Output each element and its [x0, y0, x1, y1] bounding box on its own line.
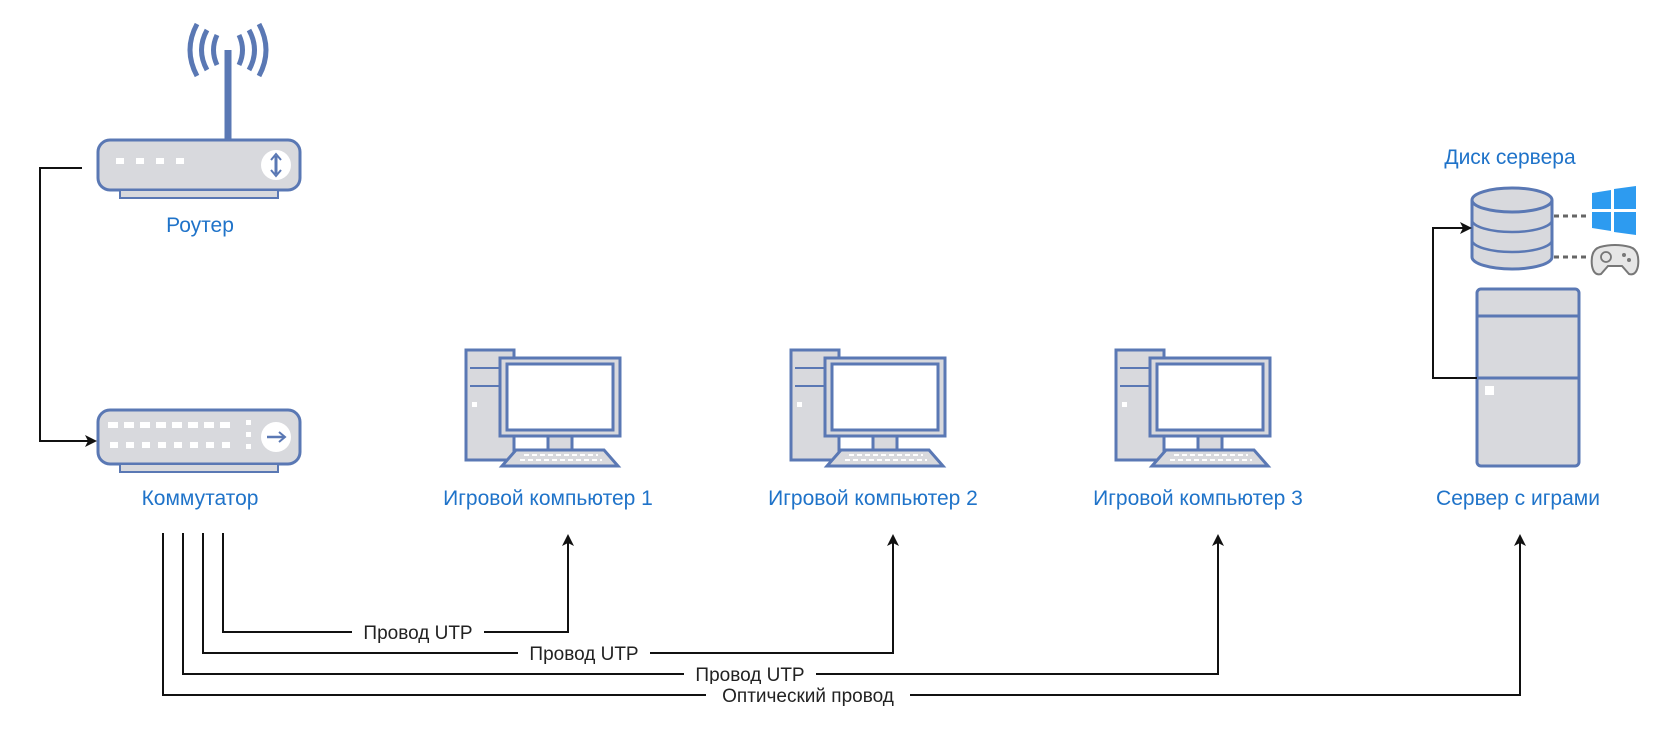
edge-label-pc2: Провод UTP — [529, 644, 638, 665]
desktop-computer-icon — [1114, 348, 1272, 468]
edge-label-bg — [684, 663, 816, 685]
desktop-computer-icon — [464, 348, 622, 468]
windows-icon — [1592, 186, 1636, 235]
server-disk-node[interactable]: Диск сервера — [1444, 146, 1640, 276]
edge-router-switch — [39, 167, 97, 447]
edge-switch-pc1 — [222, 533, 574, 633]
edge-label-pc3: Провод UTP — [695, 665, 804, 686]
pc2-node[interactable]: Игровой компьютер 2 — [768, 348, 978, 510]
switch-label: Коммутатор — [142, 487, 259, 510]
gamepad-icon — [1590, 244, 1640, 276]
switch-icon — [96, 408, 302, 473]
desktop-computer-icon — [789, 348, 947, 468]
router-node[interactable]: Роутер — [96, 22, 302, 237]
pc3-node[interactable]: Игровой компьютер 3 — [1093, 348, 1303, 510]
edge-switch-pc2 — [202, 533, 899, 654]
switch-node[interactable]: Коммутатор — [96, 408, 302, 510]
server-node[interactable]: Сервер с играми — [1436, 287, 1600, 510]
edge-label-pc1: Провод UTP — [363, 623, 472, 644]
server-tower-icon — [1475, 287, 1581, 468]
edge-label-bg — [518, 642, 650, 664]
edge-server-disk — [1432, 222, 1477, 379]
database-icon — [1470, 186, 1554, 271]
router-icon — [96, 22, 302, 199]
pc1-label: Игровой компьютер 1 — [443, 487, 653, 510]
edge-switch-server — [162, 533, 1526, 696]
server-disk-label: Диск сервера — [1444, 146, 1576, 169]
edge-label-bg — [352, 621, 484, 643]
server-label: Сервер с играми — [1436, 487, 1600, 510]
pc2-label: Игровой компьютер 2 — [768, 487, 978, 510]
pc1-node[interactable]: Игровой компьютер 1 — [443, 348, 653, 510]
edge-label-server: Оптический провод — [722, 686, 894, 707]
edge-label-bg — [706, 684, 910, 706]
router-label: Роутер — [166, 214, 234, 237]
pc3-label: Игровой компьютер 3 — [1093, 487, 1303, 510]
